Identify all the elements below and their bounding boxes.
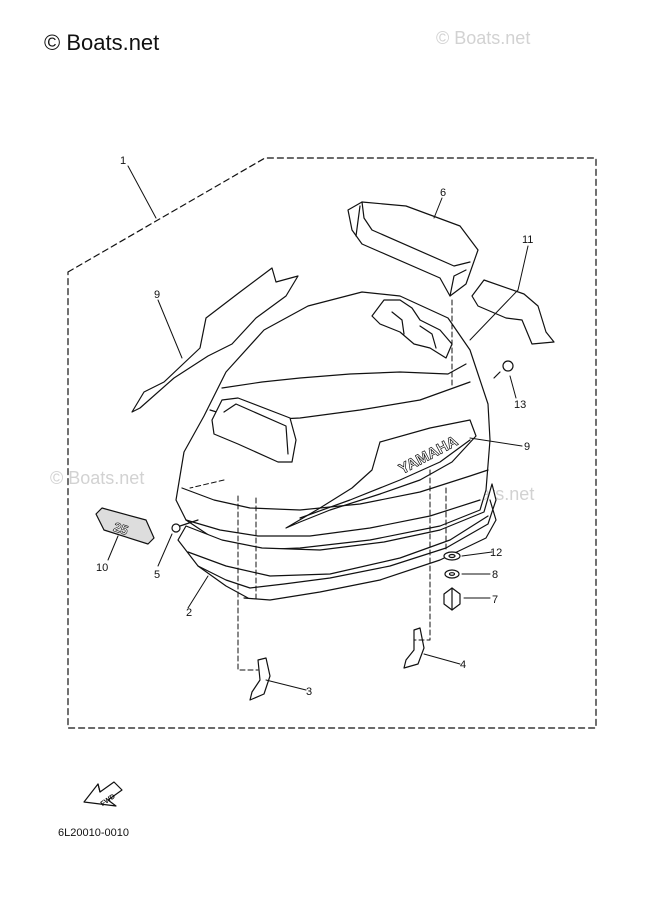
part-rubber-seal[interactable] <box>177 483 497 601</box>
part-bracket-4[interactable] <box>403 627 425 669</box>
part-bracket-3[interactable] <box>249 657 271 701</box>
callout-2: 2 <box>186 607 192 619</box>
callout-7: 7 <box>492 594 498 606</box>
callout-11: 11 <box>522 234 533 246</box>
callout-9-right: 9 <box>524 441 530 453</box>
leader-lines <box>107 165 529 691</box>
watermark-top-right: © Boats.net <box>436 28 531 48</box>
callout-13: 13 <box>514 399 526 411</box>
callout-8: 8 <box>492 569 498 581</box>
watermark-main: © Boats.net <box>44 30 160 55</box>
callout-3: 3 <box>306 686 312 698</box>
callout-10: 10 <box>96 562 108 574</box>
part-emblem[interactable]: 25 <box>95 507 155 545</box>
callout-labels: 1 2 3 4 5 6 7 8 9 9 10 11 12 13 <box>96 155 533 698</box>
assembly-guides <box>189 299 453 671</box>
part-screw[interactable] <box>171 519 199 533</box>
part-decal-left[interactable] <box>131 267 299 413</box>
part-washer-8[interactable] <box>444 569 460 579</box>
part-washer-12[interactable] <box>443 551 461 561</box>
callout-4: 4 <box>460 659 466 671</box>
part-bolt-13[interactable] <box>493 360 514 379</box>
callout-9-left: 9 <box>154 289 160 301</box>
callout-1: 1 <box>120 155 126 167</box>
part-top-cover[interactable] <box>347 201 479 297</box>
watermark-mid-left: © Boats.net <box>50 468 145 488</box>
emblem-text: 25 <box>112 519 130 538</box>
assembly-boundary <box>67 157 597 729</box>
fwd-arrow-icon: FWD <box>83 781 123 808</box>
part-nut-7[interactable] <box>443 587 461 611</box>
part-decal-right[interactable] <box>471 279 555 345</box>
callout-5: 5 <box>154 569 160 581</box>
callout-6: 6 <box>440 187 446 199</box>
diagram-code: 6L20010-0010 <box>58 827 129 839</box>
callout-12: 12 <box>490 547 502 559</box>
